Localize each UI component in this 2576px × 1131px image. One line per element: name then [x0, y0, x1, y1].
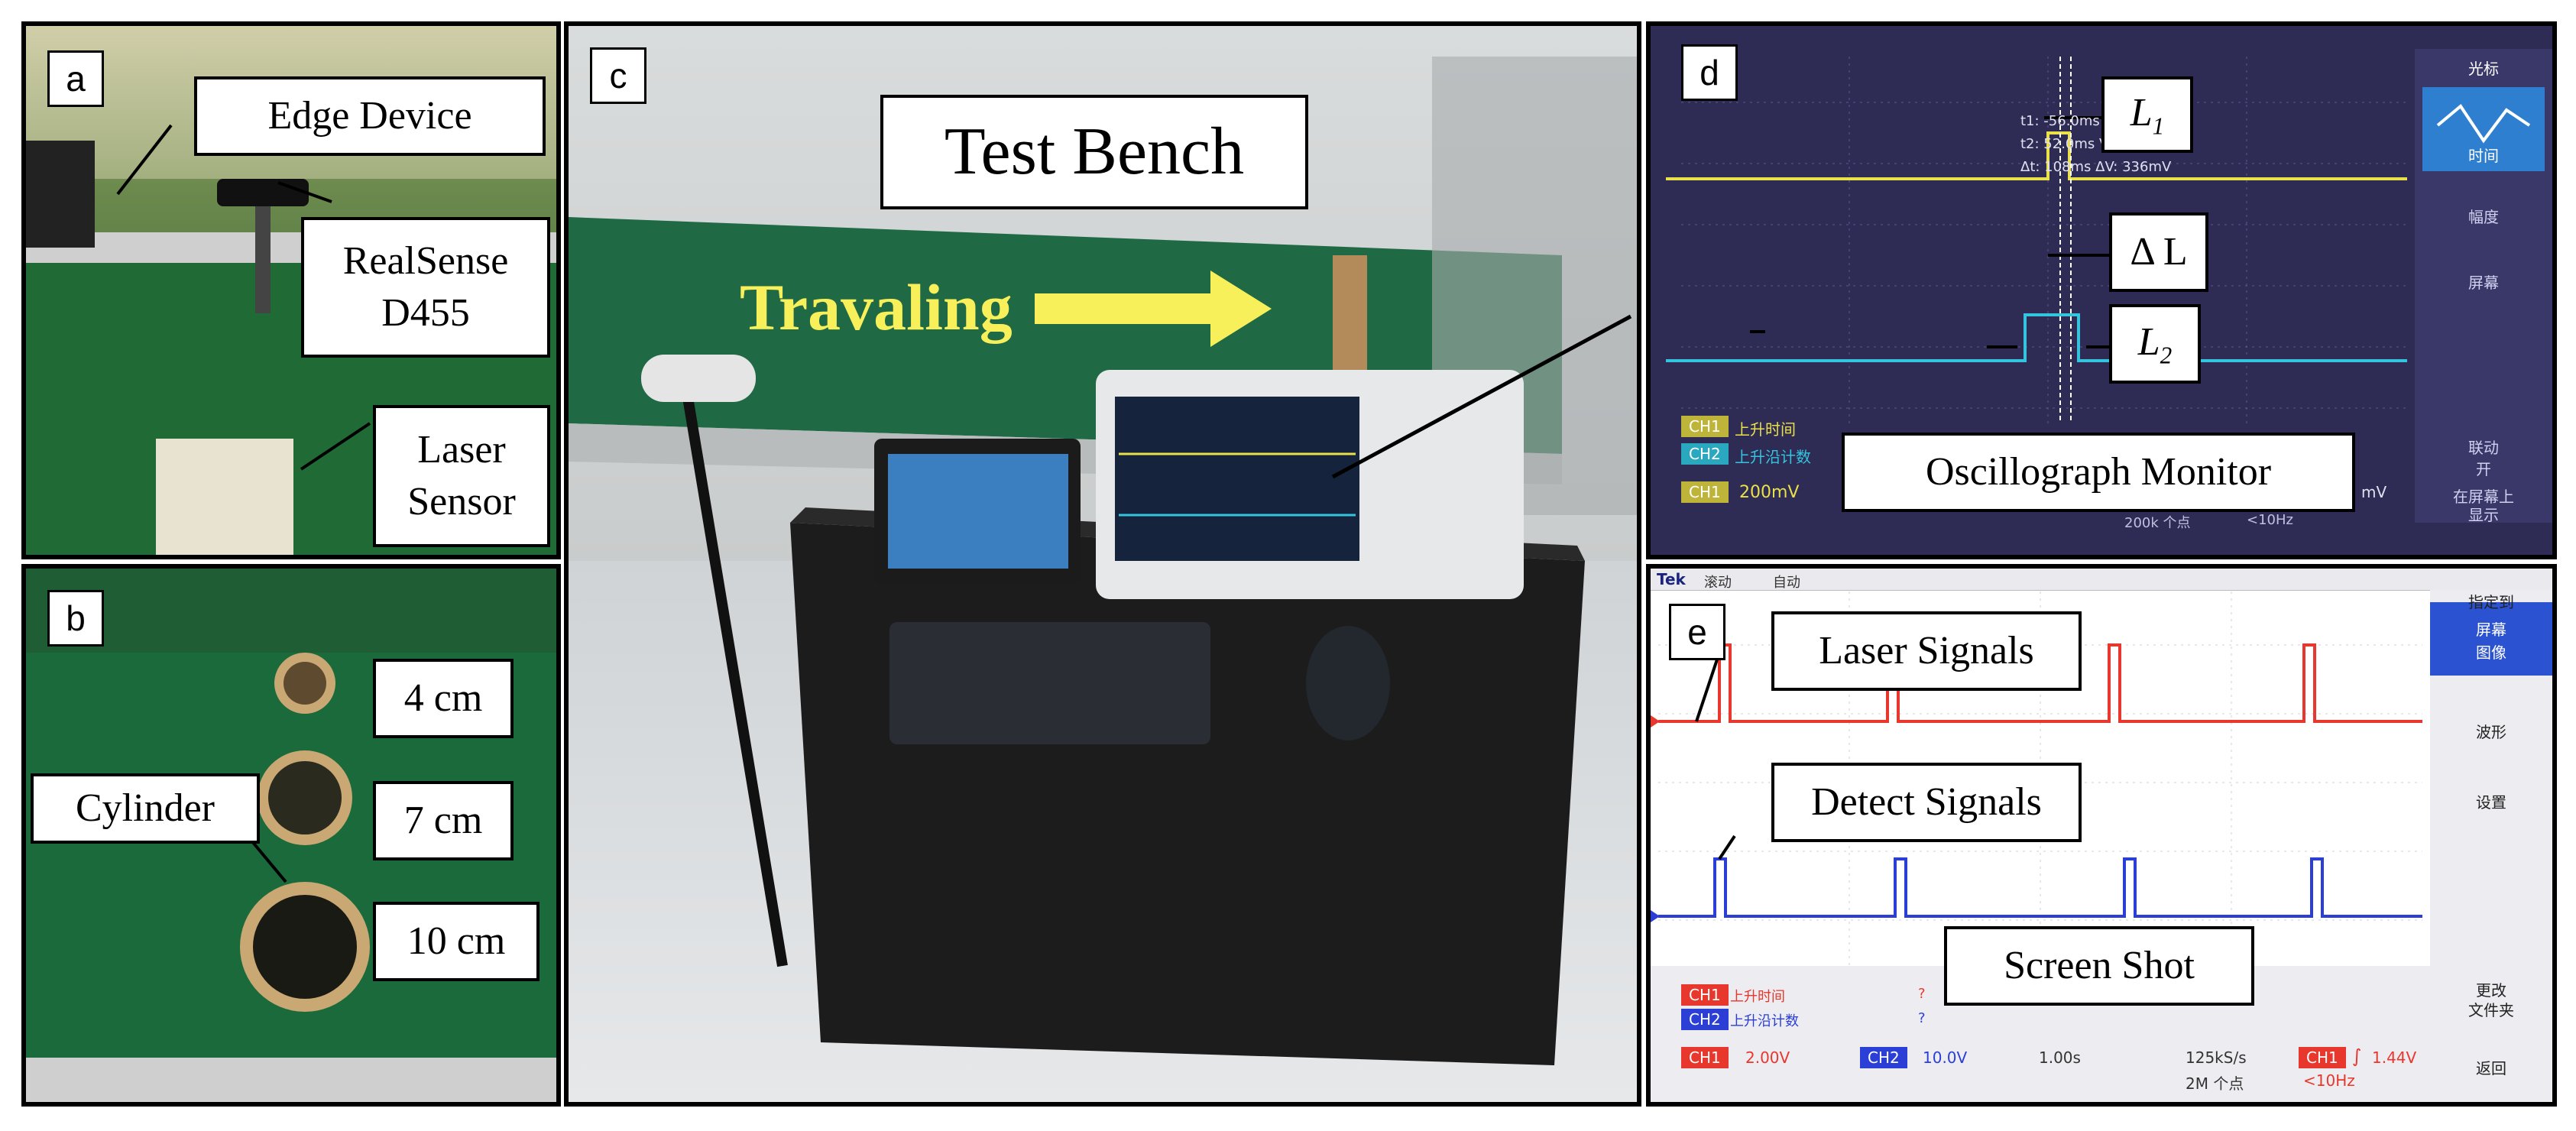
- ch1-scale-chip-d: CH1: [1681, 481, 1729, 503]
- ch1-measure-label-e: 上升时间: [1730, 989, 1785, 1005]
- sample-rate-e: 125kS/s: [2186, 1048, 2247, 1067]
- panel-c-letter: c: [590, 47, 646, 104]
- trigger-slope-icon: ∫: [2352, 1045, 2362, 1067]
- ch1-scale-e: 2.00V: [1745, 1048, 1790, 1067]
- panel-d-waveforms: [1666, 49, 2552, 523]
- ch2-scale-e: 10.0V: [1923, 1048, 1968, 1067]
- screen-shot-label: Screen Shot: [1944, 926, 2254, 1006]
- traveling-label: Travaling: [740, 271, 1013, 344]
- edge-device-label: Edge Device: [194, 76, 546, 156]
- l1-label: L1: [2101, 76, 2193, 153]
- menu-link-d[interactable]: 联动: [2468, 439, 2499, 457]
- detect-signals-label: Detect Signals: [1771, 763, 2082, 842]
- panel-d: t1: -56.0ms V: 344mV t2: 52.0ms V: 8.00m…: [1646, 21, 2557, 559]
- menu-screen-d[interactable]: 屏幕: [2468, 274, 2499, 292]
- ch2-name-chip-d: CH2: [1681, 443, 1729, 465]
- side-menu-e: 指定到 屏幕 图像 波形 设置 更改 文件夹 返回: [2430, 590, 2552, 1102]
- panel-d-letter: d: [1681, 44, 1738, 101]
- ch2-scale-chip-e[interactable]: CH2: [1860, 1047, 1907, 1068]
- size-10cm-label: 10 cm: [373, 902, 540, 981]
- cursor-readout-3: Δt: 108ms ΔV: 336mV: [2020, 159, 2172, 175]
- menu-back-e[interactable]: 返回: [2476, 1059, 2506, 1078]
- menu-onscreen-d[interactable]: 在屏幕上: [2453, 488, 2514, 506]
- panel-e: Tek 滚动 自动 CH1 上升时间 ? CH2 上升沿计数 ? CH1 2.0…: [1646, 564, 2557, 1107]
- mode-auto[interactable]: 自动: [1773, 575, 1800, 591]
- menu-display-d[interactable]: 显示: [2468, 506, 2499, 524]
- test-bench-label: Test Bench: [880, 95, 1308, 209]
- menu-image-e[interactable]: 图像: [2476, 643, 2506, 662]
- side-menu-d: 光标 时间 幅度 屏幕 联动 开 在屏幕上 显示: [2415, 49, 2552, 524]
- menu-time-d[interactable]: 时间: [2468, 147, 2499, 165]
- scale-right-d: mV: [2361, 483, 2387, 501]
- laser-signals-label: Laser Signals: [1771, 611, 2082, 691]
- timebase-e: 1.00s: [2039, 1048, 2081, 1067]
- panel-c: c Test Bench Travaling: [564, 21, 1641, 1107]
- panel-a-letter: a: [47, 50, 104, 107]
- laser-sensor-label: Laser Sensor: [373, 405, 550, 547]
- ch2-measure-value-e: ?: [1918, 1010, 1926, 1026]
- menu-change-e[interactable]: 更改: [2476, 981, 2506, 1000]
- trigger-channel-chip[interactable]: CH1: [2299, 1047, 2346, 1068]
- ch1-measure-label-d: 上升时间: [1735, 420, 1796, 439]
- ch1-measure-chip-e: CH1: [1681, 984, 1729, 1006]
- size-4cm-label: 4 cm: [373, 659, 514, 738]
- points-e: 2M 个点: [2186, 1074, 2244, 1093]
- cylinder-label: Cylinder: [31, 773, 260, 844]
- menu-folder-e[interactable]: 文件夹: [2468, 1001, 2514, 1019]
- ch1-scale-chip-e[interactable]: CH1: [1681, 1047, 1729, 1068]
- menu-on-d[interactable]: 开: [2476, 460, 2491, 478]
- ch2-measure-label-e: 上升沿计数: [1730, 1013, 1799, 1029]
- ch1-name-chip-d: CH1: [1681, 416, 1729, 437]
- ch2-measure-chip-e: CH2: [1681, 1009, 1729, 1030]
- l1-text: L1: [2130, 91, 2165, 140]
- ch2-measure-label-d: 上升沿计数: [1735, 448, 1811, 466]
- frequency-e: <10Hz: [2303, 1071, 2355, 1090]
- menu-waveform-e[interactable]: 波形: [2476, 723, 2506, 741]
- l2-text: L2: [2137, 320, 2173, 369]
- menu-amplitude-d[interactable]: 幅度: [2468, 208, 2499, 226]
- trigger-level-e: 1.44V: [2372, 1048, 2417, 1067]
- l2-label: L2: [2109, 304, 2201, 384]
- menu-screen-e[interactable]: 屏幕: [2476, 621, 2506, 639]
- panel-e-letter: e: [1669, 604, 1725, 660]
- frequency-d: <10Hz: [2247, 512, 2293, 528]
- brand-logo: Tek: [1657, 570, 1686, 588]
- menu-assign-e[interactable]: 指定到: [2468, 593, 2514, 611]
- ch1-scale-d: 200mV: [1739, 483, 1800, 502]
- oscillograph-monitor-label: Oscillograph Monitor: [1842, 433, 2355, 512]
- panel-a: a Edge Device RealSense D455 Laser Senso…: [21, 21, 561, 559]
- menu-settings-e[interactable]: 设置: [2476, 793, 2506, 812]
- timebase-points-d: 200k 个点: [2124, 515, 2191, 531]
- scope-header-e: Tek 滚动 自动: [1651, 569, 2552, 591]
- realsense-label: RealSense D455: [301, 217, 550, 358]
- panel-b-letter: b: [47, 590, 104, 647]
- menu-cursor-d[interactable]: 光标: [2468, 60, 2499, 78]
- panel-b: b Cylinder 4 cm 7 cm 10 cm: [21, 564, 561, 1107]
- ch1-measure-value-e: ?: [1918, 986, 1926, 1002]
- size-7cm-label: 7 cm: [373, 781, 514, 860]
- delta-l-label: Δ L: [2109, 212, 2208, 292]
- delta-l-text: Δ L: [2130, 230, 2188, 274]
- mode-roll[interactable]: 滚动: [1704, 575, 1732, 591]
